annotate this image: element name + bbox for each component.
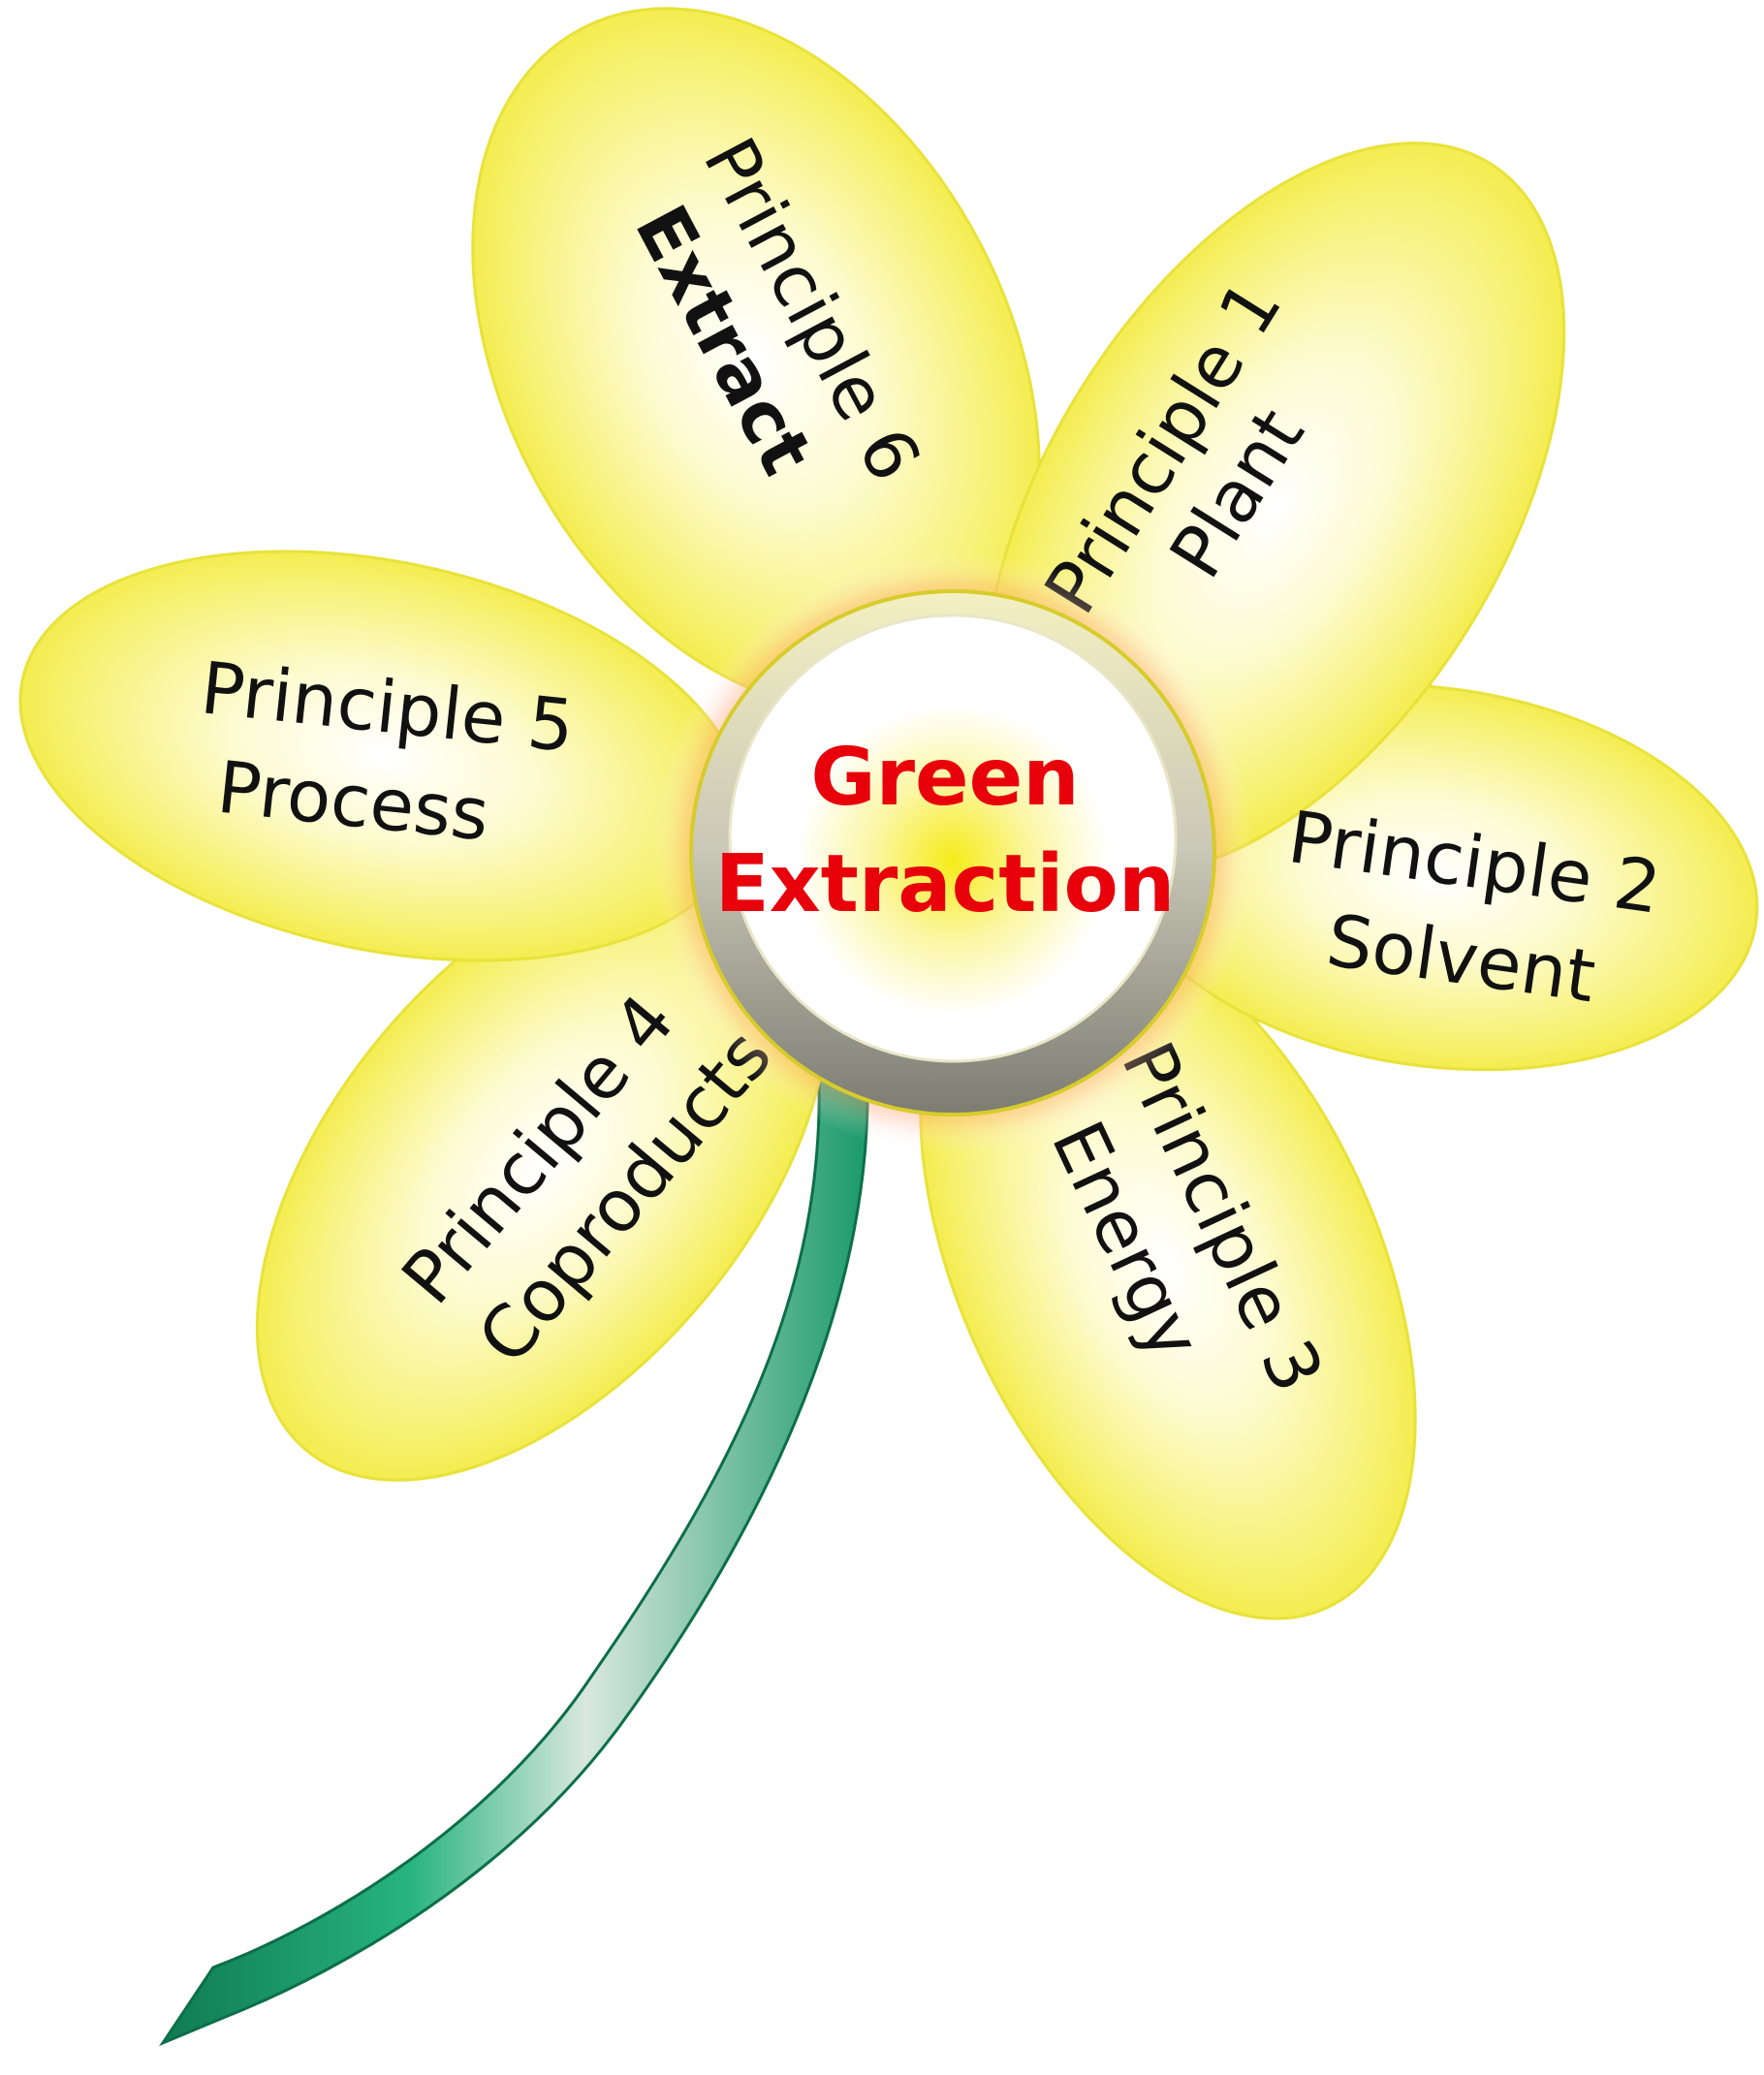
center-title-line2: Extraction [715, 838, 1176, 930]
center-title-line1: Green [810, 732, 1079, 824]
flower-stem [158, 1074, 869, 2047]
flower-center: Green Extraction [652, 552, 1253, 1153]
center-disk [728, 613, 1178, 1063]
